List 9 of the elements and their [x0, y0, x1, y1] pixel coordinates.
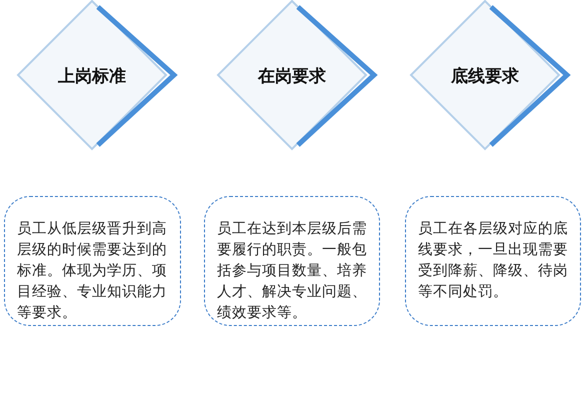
diamond-label: 在岗要求 — [256, 66, 327, 88]
description-box — [4, 196, 181, 326]
description-text: 员工在各层级对应的底线要求，一旦出现需要受到降薪、降级、待岗等不同处罚。 — [418, 220, 569, 302]
description-box — [405, 196, 581, 326]
diamond-label: 底线要求 — [450, 66, 520, 88]
diamond-label: 上岗标准 — [57, 66, 127, 88]
description-text: 员工在达到本层级后需要履行的职责。一般包括参与项目数量、培养人才、解决专业问题、绩效要求等。 — [217, 220, 368, 323]
description-box — [204, 196, 380, 326]
description-text: 员工从低层级晋升到高层级的时候需要达到的标准。体现为学历、项目经验、专业知识能力等要求。 — [17, 220, 168, 323]
